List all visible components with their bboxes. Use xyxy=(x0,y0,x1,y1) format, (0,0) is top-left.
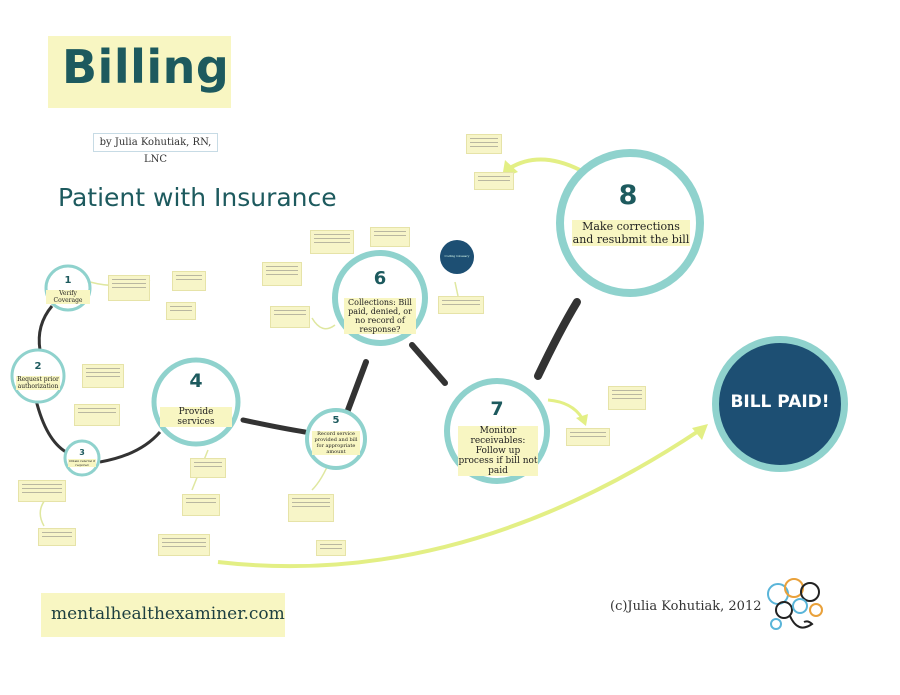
step-4-label: Provide services xyxy=(160,407,232,427)
title-highlight xyxy=(48,36,231,108)
step-3-label: Obtain referral if required xyxy=(68,459,96,467)
thin-link-e xyxy=(454,281,459,297)
note-card xyxy=(18,480,66,502)
arrow-to-bill-paid xyxy=(217,428,702,569)
note-card xyxy=(182,494,220,516)
step-8-label: Make corrections and resubmit the bill xyxy=(572,220,690,246)
coding-glossary-label: Coding Glossary xyxy=(444,254,470,258)
arrow-head-7-note xyxy=(576,414,588,426)
connector-3-4 xyxy=(99,431,162,464)
note-card xyxy=(566,428,610,446)
note-card xyxy=(190,458,226,478)
thin-link-d xyxy=(311,317,336,330)
coding-glossary-circle xyxy=(440,240,474,274)
step-3-number: 3 xyxy=(79,448,85,457)
note-card xyxy=(108,275,150,301)
connector-1-2 xyxy=(37,305,54,351)
note-card xyxy=(608,386,646,410)
step-6-label: Collections: Bill paid, denied, or no re… xyxy=(344,298,416,334)
note-card xyxy=(370,227,410,247)
connector-6-7 xyxy=(409,342,448,386)
step-1-number: 1 xyxy=(64,275,72,286)
note-card xyxy=(288,494,334,522)
website-text: mentalhealthexaminer.com xyxy=(51,604,285,624)
step-4-number: 4 xyxy=(189,370,203,392)
step-2-number: 2 xyxy=(34,361,42,372)
connector-4-5 xyxy=(240,417,308,435)
note-card xyxy=(270,306,310,328)
thin-link-f xyxy=(39,499,46,527)
note-card xyxy=(262,262,302,286)
arrow-head-bill-paid xyxy=(692,424,708,440)
byline: by Julia Kohutiak, RN, LNC xyxy=(93,133,218,165)
step-5-number: 5 xyxy=(332,415,340,426)
page-title: Billing xyxy=(62,40,230,94)
note-card xyxy=(310,230,354,254)
note-card xyxy=(158,534,210,556)
step-3-ring xyxy=(63,439,101,477)
step-6-number: 6 xyxy=(373,268,387,289)
connector-7-8 xyxy=(534,298,581,380)
website-highlight xyxy=(41,593,285,637)
note-card xyxy=(166,302,196,320)
note-card xyxy=(74,404,120,426)
step-1-label: Verify Coverage xyxy=(46,290,90,304)
bill-paid-label: BILL PAID! xyxy=(730,392,830,412)
note-card xyxy=(316,540,346,556)
note-card xyxy=(466,134,502,154)
step-7-number: 7 xyxy=(490,398,504,420)
connector-2-3 xyxy=(34,399,67,454)
note-card xyxy=(474,172,514,190)
copyright-text: (c)Julia Kohutiak, 2012 xyxy=(610,599,762,614)
step-5-label: Record service provided and bill for app… xyxy=(312,431,360,455)
arrow-8-loop xyxy=(508,157,581,172)
step-2-label: Request prior authorization xyxy=(16,376,60,390)
note-card xyxy=(438,296,484,314)
step-8-number: 8 xyxy=(618,180,638,211)
note-card xyxy=(38,528,76,546)
connector-5-6 xyxy=(342,359,369,421)
author-portrait-icon xyxy=(767,578,823,630)
page-subtitle: Patient with Insurance xyxy=(58,183,337,212)
arrow-7-note xyxy=(547,398,584,419)
bill-paid-circle xyxy=(712,336,848,472)
step-7-label: Monitor receivables: Follow up process i… xyxy=(458,426,538,476)
note-card xyxy=(82,364,124,388)
note-card xyxy=(172,271,206,291)
